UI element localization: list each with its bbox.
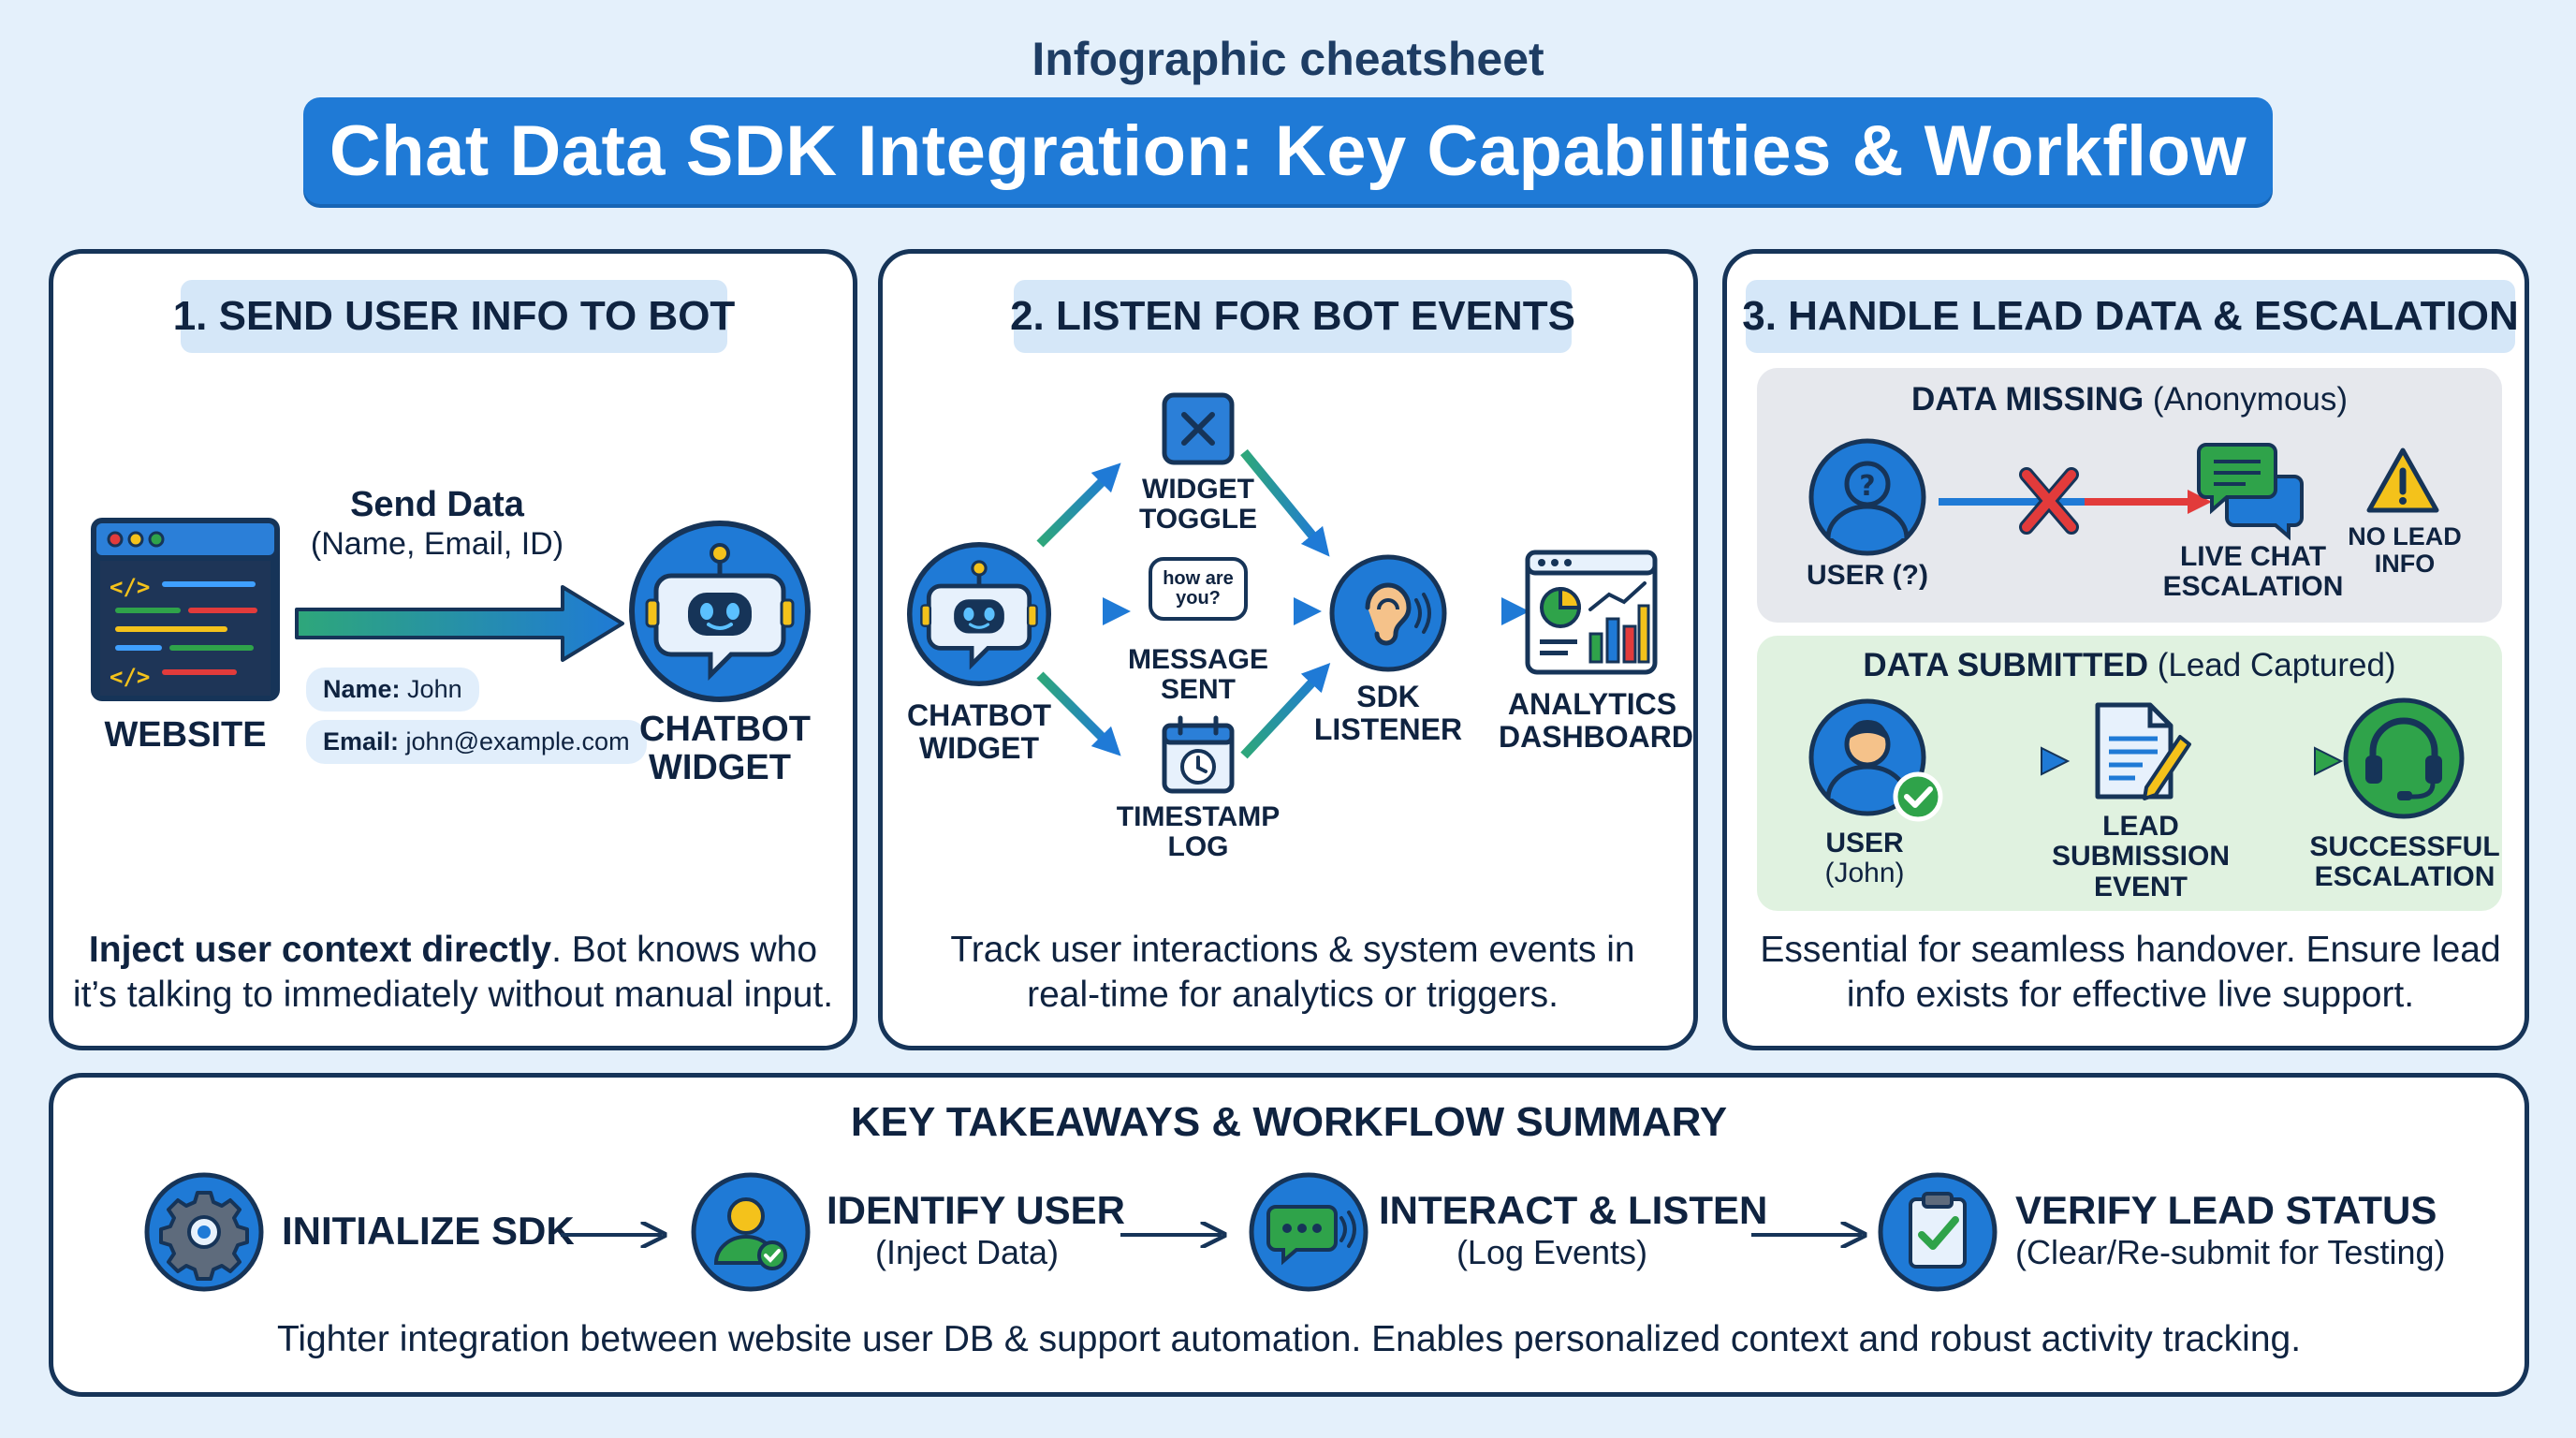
panel-listen-events: 2. LISTEN FOR BOT EVENTS CHATBOT WIDGET … bbox=[878, 249, 1698, 1050]
svg-text:</>: </> bbox=[110, 664, 150, 690]
svg-text:</>: </> bbox=[110, 574, 150, 600]
analytics-dashboard-label: ANALYTICS DASHBOARD bbox=[1499, 687, 1693, 754]
live-chat-icon bbox=[2197, 443, 2304, 541]
lead-form-icon bbox=[2095, 702, 2191, 800]
chatbot-widget-icon bbox=[906, 541, 1052, 687]
step-title: INTERACT & LISTEN bbox=[1379, 1188, 1768, 1232]
step-title: INITIALIZE SDK bbox=[282, 1209, 575, 1253]
widget-toggle-label: WIDGET TOGGLE bbox=[1138, 474, 1258, 536]
submitted-user-name: (John) bbox=[1824, 858, 1905, 889]
step-title: VERIFY LEAD STATUS bbox=[2015, 1188, 2437, 1232]
tag-user-name: Name: John bbox=[306, 668, 479, 712]
data-missing-title-bold: DATA MISSING bbox=[1910, 381, 2144, 418]
data-missing-box: DATA MISSING (Anonymous) ? USER bbox=[1757, 368, 2502, 623]
widget-toggle-icon bbox=[1162, 392, 1235, 465]
support-headset-icon bbox=[2343, 697, 2465, 819]
title-banner: Chat Data SDK Integration: Key Capabilit… bbox=[303, 97, 2273, 204]
timestamp-calendar-icon bbox=[1162, 715, 1235, 794]
submitted-user-title: USER bbox=[1825, 828, 1904, 858]
step-identify-user: IDENTIFY USER (Inject Data) bbox=[827, 1188, 1125, 1272]
summary-heading: KEY TAKEAWAYS & WORKFLOW SUMMARY bbox=[850, 1099, 1728, 1145]
successful-escalation-label: SUCCESSFUL ESCALATION bbox=[2309, 831, 2500, 893]
identify-user-icon bbox=[691, 1172, 811, 1292]
analytics-dashboard-icon bbox=[1525, 550, 1658, 675]
step-interact-listen: INTERACT & LISTEN (Log Events) bbox=[1379, 1188, 1768, 1272]
anonymous-user-label: USER (?) bbox=[1807, 560, 1928, 591]
tag-email-key: Email: bbox=[323, 727, 400, 756]
website-code-icon: </> </> bbox=[91, 518, 280, 701]
panel-heading: 1. SEND USER INFO TO BOT bbox=[173, 280, 735, 353]
send-data-arrow bbox=[295, 585, 624, 662]
send-data-label: Send Data bbox=[350, 485, 524, 524]
data-missing-title: DATA MISSING (Anonymous) bbox=[1757, 381, 2502, 418]
sdk-listener-ear-icon bbox=[1329, 554, 1447, 672]
panel-send-user-info: 1. SEND USER INFO TO BOT </> </> WEBSITE… bbox=[49, 249, 857, 1050]
step-title: IDENTIFY USER bbox=[827, 1188, 1125, 1232]
chatbot-widget-icon bbox=[629, 521, 811, 702]
anonymous-user-icon: ? bbox=[1808, 438, 1926, 556]
tag-user-email: Email: john@example.com bbox=[306, 720, 647, 764]
page-title: Chat Data SDK Integration: Key Capabilit… bbox=[329, 110, 2247, 191]
chatbot-widget-label: CHATBOT WIDGET bbox=[906, 698, 1052, 765]
chatbot-widget-label: CHATBOT WIDGET bbox=[639, 710, 811, 788]
panel-heading: 3. HANDLE LEAD DATA & ESCALATION bbox=[1742, 280, 2519, 353]
summary-footer: Tighter integration between website user… bbox=[276, 1319, 2302, 1359]
panel1-description-rest: . Bot knows who it’s talking to immediat… bbox=[72, 930, 834, 1016]
step-subtitle: (Inject Data) bbox=[874, 1233, 1060, 1271]
panel1-description-bold: Inject user context directly bbox=[88, 930, 552, 970]
lead-submission-event-label: LEAD SUBMISSION EVENT bbox=[2051, 811, 2231, 902]
data-submitted-title: DATA SUBMITTED (Lead Captured) bbox=[1757, 647, 2502, 684]
panel1-description: Inject user context directly. Bot knows … bbox=[72, 928, 834, 1019]
verified-user-icon bbox=[1808, 698, 1943, 822]
step-subtitle: (Log Events) bbox=[1456, 1233, 1648, 1271]
submitted-user-label: USER(John) bbox=[1794, 828, 1935, 889]
panel3-description: Essential for seamless handover. Ensure … bbox=[1760, 930, 2501, 1016]
live-chat-escalation-label: LIVE CHAT ESCALATION bbox=[2162, 541, 2344, 603]
panel-heading: 2. LISTEN FOR BOT EVENTS bbox=[1010, 280, 1575, 353]
step-arrow bbox=[1751, 1216, 1869, 1254]
step-subtitle: (Clear/Re-submit for Testing) bbox=[2015, 1233, 2446, 1271]
infographic-subtitle: Infographic cheatsheet bbox=[1032, 33, 1544, 85]
sdk-listener-label: SDK LISTENER bbox=[1313, 680, 1463, 746]
tag-name-key: Name: bbox=[323, 675, 401, 703]
event-flow-arrows bbox=[1036, 448, 1530, 759]
step-arrow bbox=[1120, 1216, 1229, 1254]
data-submitted-title-rest: (Lead Captured) bbox=[2147, 647, 2396, 683]
message-bubble-icon: how are you? bbox=[1149, 557, 1248, 621]
message-sent-label: MESSAGE SENT bbox=[1127, 644, 1269, 706]
summary-panel: KEY TAKEAWAYS & WORKFLOW SUMMARY INITIAL… bbox=[49, 1073, 2529, 1397]
lead-to-success-arrow bbox=[2210, 746, 2344, 776]
clipboard-check-icon bbox=[1878, 1172, 1998, 1292]
data-submitted-box: DATA SUBMITTED (Lead Captured) bbox=[1757, 636, 2502, 911]
send-data-fields: (Name, Email, ID) bbox=[310, 526, 564, 562]
user-to-lead-arrow bbox=[1944, 746, 2071, 776]
gear-icon bbox=[144, 1172, 264, 1292]
data-submitted-title-bold: DATA SUBMITTED bbox=[1863, 647, 2148, 683]
blocked-flow-arrow bbox=[1939, 467, 2212, 535]
message-bubble-text: how are you? bbox=[1163, 568, 1234, 609]
step-arrow bbox=[561, 1216, 669, 1254]
no-lead-info-label: NO LEAD INFO bbox=[2348, 522, 2462, 579]
timestamp-log-label: TIMESTAMP LOG bbox=[1116, 801, 1281, 863]
svg-text:?: ? bbox=[1859, 470, 1875, 503]
panel-lead-escalation: 3. HANDLE LEAD DATA & ESCALATION DATA MI… bbox=[1722, 249, 2529, 1050]
tag-email-value: john@example.com bbox=[405, 727, 630, 756]
panel2-description: Track user interactions & system events … bbox=[950, 930, 1635, 1016]
step-verify-lead: VERIFY LEAD STATUS (Clear/Re-submit for … bbox=[2015, 1188, 2445, 1272]
warning-icon bbox=[2366, 448, 2439, 513]
website-label: WEBSITE bbox=[104, 715, 267, 755]
chat-listen-icon bbox=[1249, 1172, 1368, 1292]
data-missing-title-rest: (Anonymous) bbox=[2144, 381, 2349, 418]
step-initialize-sdk: INITIALIZE SDK bbox=[282, 1209, 575, 1254]
tag-name-value: John bbox=[407, 675, 462, 703]
